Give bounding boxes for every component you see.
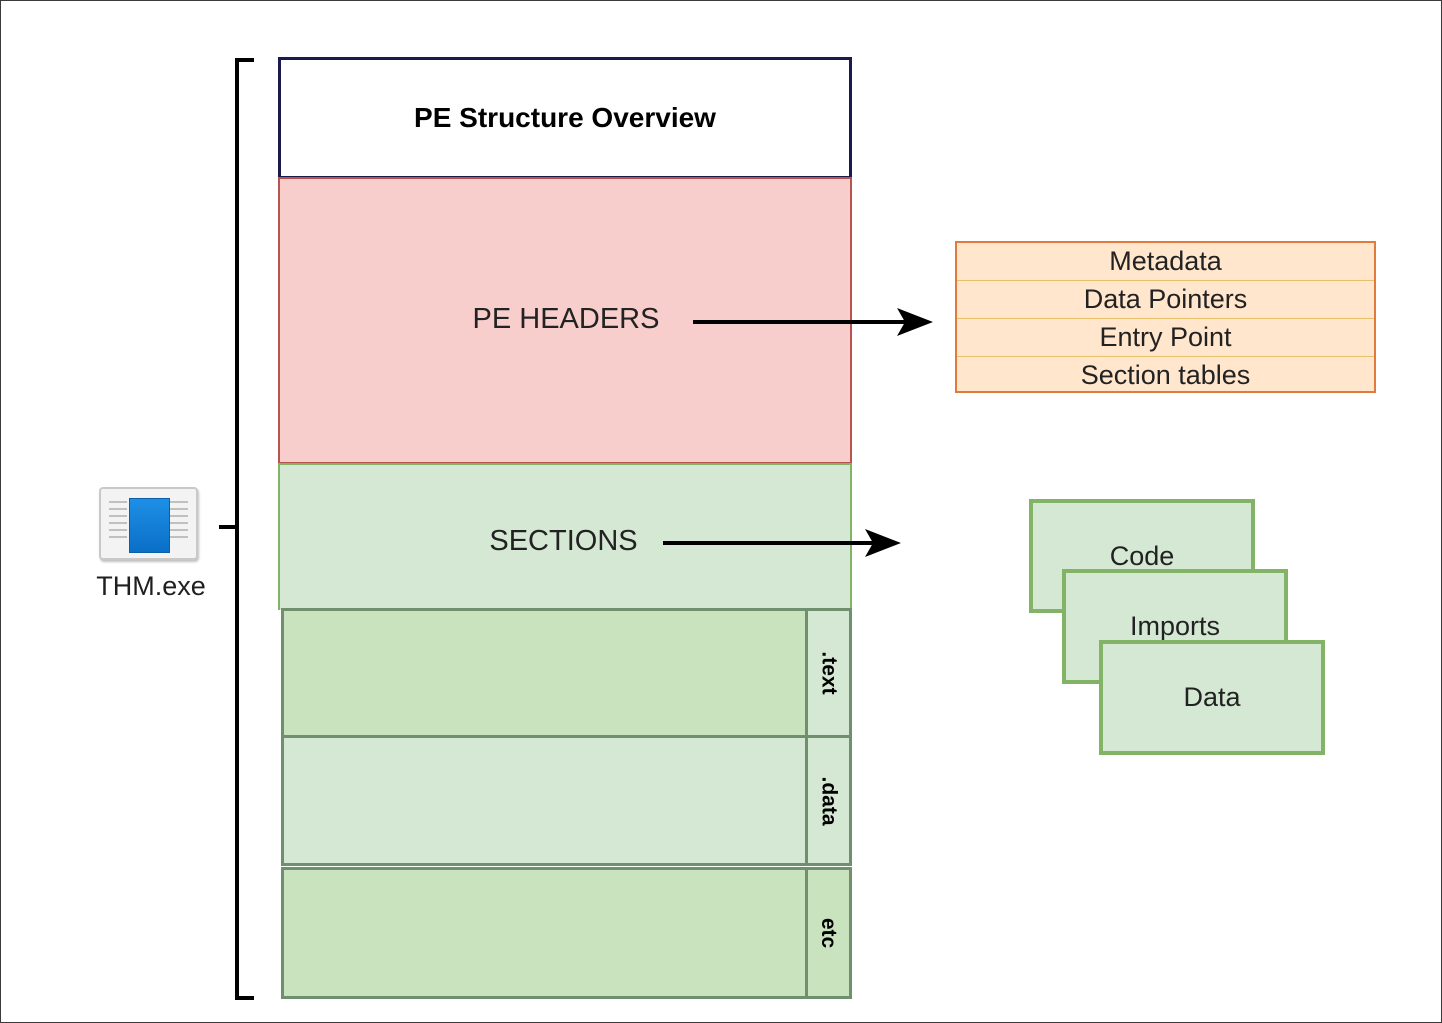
section-card-imports-label: Imports	[1129, 611, 1221, 641]
header-fields-table: Metadata Data Pointers Entry Point Secti…	[955, 241, 1376, 393]
header-field-metadata: Metadata	[957, 243, 1374, 281]
data-section-row	[281, 735, 808, 866]
section-card-code-label: Code	[1109, 541, 1175, 571]
etc-section-tab: etc	[805, 867, 852, 999]
text-section-row	[281, 608, 808, 738]
text-section-tab: .text	[805, 608, 852, 738]
header-field-data-pointers: Data Pointers	[957, 281, 1374, 319]
file-bracket-bottom	[235, 996, 254, 1000]
etc-section-label: etc	[817, 917, 841, 949]
file-name-label: THM.exe	[96, 571, 206, 601]
sections-arrow	[663, 529, 901, 557]
file-bracket-tick	[219, 525, 237, 529]
sections-label: SECTIONS	[489, 525, 638, 557]
etc-section-row	[281, 867, 808, 999]
file-bracket	[235, 58, 239, 1000]
section-card-data: Data	[1099, 640, 1325, 755]
pe-headers-label: PE HEADERS	[472, 303, 660, 335]
section-card-data-label: Data	[1183, 682, 1241, 712]
data-section-label: .data	[817, 775, 841, 826]
header-field-section-tables: Section tables	[1080, 360, 1251, 390]
file-bracket-top	[235, 58, 254, 62]
diagram-title: PE Structure Overview	[278, 57, 852, 179]
header-field-entry-point: Entry Point	[957, 319, 1374, 357]
sections-block	[278, 463, 852, 610]
text-section-label: .text	[817, 651, 841, 695]
data-section-tab: .data	[805, 735, 852, 866]
executable-file-icon	[99, 487, 198, 560]
headers-arrow	[693, 308, 933, 336]
